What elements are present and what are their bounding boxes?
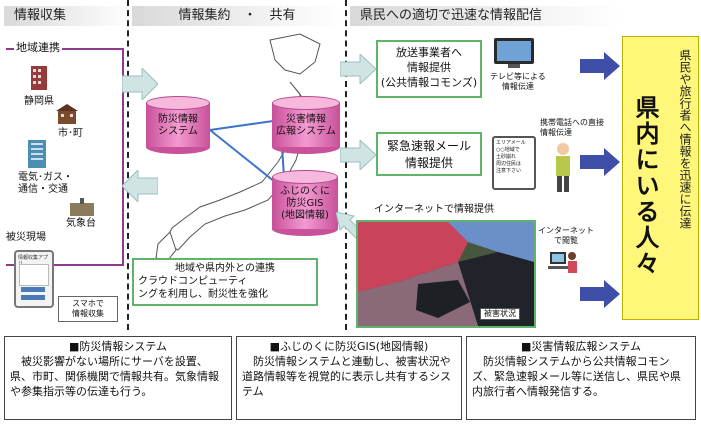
label-city: 市･町 <box>58 128 83 139</box>
explain-gis-title: ■ふじのくに防災GIS(地図情報) <box>269 340 429 353</box>
internet-caption: インターネットで情報提供 <box>374 204 494 215</box>
explain-gis-text: 防災情報システムと連動し、被害状況や道路情報等を視覚的に表示し共有するシステム <box>242 355 451 398</box>
arrow-mail-target <box>580 148 620 176</box>
utilities-building-icon <box>28 140 46 168</box>
arrow-to-broadcast <box>340 54 376 84</box>
weather-station-icon <box>70 198 94 216</box>
target-box: 県民や旅行者へ情報を迅速に伝達 県内にいる人々 <box>622 36 699 320</box>
phone-screen-text: エリアメール ○○地域で 土砂崩れ 周辺住民は 注意下さい <box>496 140 526 174</box>
gis-map: 被害状況 <box>356 220 536 328</box>
explain-pr-title: ■災害情報広報システム <box>520 340 642 353</box>
explain-bosai: ■防災情報システム 被災影響がない場所にサーバを設置、県、市町、関係機関で情報共… <box>4 336 232 420</box>
arrow-to-hub <box>122 68 158 100</box>
city-hall-icon <box>56 104 78 124</box>
header-aggregate: 情報集約 ・ 共有 <box>132 6 342 26</box>
smartphone-caption: スマホで 情報収集 <box>58 296 118 322</box>
db-bosai-system: 防災情報 システム <box>146 96 210 154</box>
label-weather: 気象台 <box>66 218 96 229</box>
explain-pr-text: 防災情報システムから公共情報コモンズ、緊急速報メール等に送信し、県民や県内旅行者… <box>472 355 681 398</box>
shizuoka-building-icon <box>31 66 47 90</box>
target-main-text: 県内にいる人々 <box>631 95 659 277</box>
region-bracket <box>6 48 124 266</box>
map-caption: 被害状況 <box>480 308 520 320</box>
arrow-from-hub <box>122 170 158 202</box>
browse-caption: インターネット で閲覧 <box>538 226 594 245</box>
tv-caption: テレビ等による 情報伝達 <box>490 72 546 91</box>
header-collect: 情報収集 <box>4 6 134 26</box>
header-distribute: 県民への適切で迅速な情報配信 <box>350 6 622 26</box>
db-fujinokuni-gis: ふじのくに 防災GIS (地図情報) <box>272 170 338 236</box>
mail-box: 緊急速報メール 情報提供 <box>376 132 482 176</box>
label-shizuoka: 静岡県 <box>24 96 54 107</box>
mobile-phone-icon: エリアメール ○○地域で 土砂崩れ 周辺住民は 注意下さい <box>492 136 536 190</box>
db-disaster-pr-system: 災害情報 広報システム <box>272 96 340 154</box>
label-utilities: 電気･ガス・ <box>18 172 73 183</box>
label-site: 被災現場 <box>6 232 46 243</box>
label-utilities2: 通信・交通 <box>18 184 68 195</box>
cooperation-title: 地域や県内外との連携 <box>175 263 275 274</box>
explain-pr: ■災害情報広報システム 防災情報システムから公共情報コモンズ、緊急速報メール等に… <box>466 336 696 420</box>
region-title: 地域連携 <box>14 41 62 54</box>
mobile-caption: 携帯電話への直接 情報伝達 <box>540 118 604 137</box>
arrow-to-mail <box>340 140 376 170</box>
divider-2 <box>345 0 347 330</box>
explain-bosai-text: 被災影響がない場所にサーバを設置、県、市町、関係機関で情報共有。気象情報や参集指… <box>10 355 219 398</box>
cooperation-box: 地域や県内外との連携 クラウドコンピューティ ングを利用し、耐災性を強化 <box>132 258 318 306</box>
divider-1 <box>127 0 129 330</box>
tv-icon <box>494 38 534 68</box>
arrow-internet-target <box>580 280 620 308</box>
explain-bosai-title: ■防災情報システム <box>68 340 168 353</box>
explain-gis: ■ふじのくに防災GIS(地図情報) 防災情報システムと連動し、被害状況や道路情報… <box>236 336 462 420</box>
smartphone-icon: 情報収集アプリ <box>14 250 54 308</box>
broadcast-box: 放送事業者へ 情報提供 (公共情報コモンズ) <box>376 40 482 98</box>
person-icon <box>556 143 570 192</box>
target-side-text: 県民や旅行者へ情報を迅速に伝達 <box>678 49 692 229</box>
pc-user-icon <box>548 252 577 273</box>
arrow-broadcast-target <box>580 52 620 80</box>
cooperation-text: クラウドコンピューティ ングを利用し、耐災性を強化 <box>138 276 268 300</box>
